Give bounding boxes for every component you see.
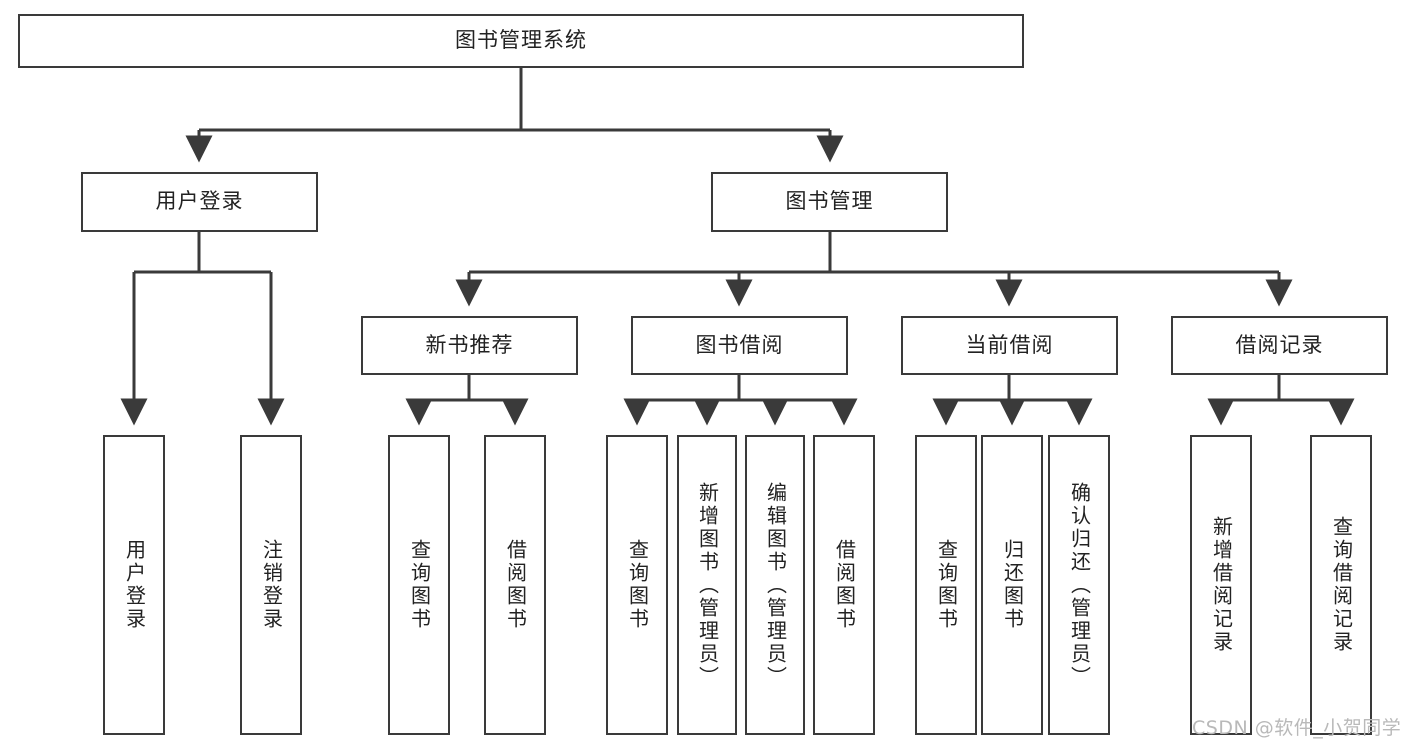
node-borrow-record-label: 借阅记录 [1235,332,1324,357]
node-leaf-borrow-borrow-book[interactable]: 借阅图书 [813,435,875,735]
node-leaf-user-login[interactable]: 用户登录 [103,435,165,735]
node-leaf-record-query[interactable]: 查询借阅记录 [1310,435,1372,735]
node-leaf-borrow-query-book-label: 查询图书 [625,539,650,631]
node-user-login[interactable]: 用户登录 [81,172,318,232]
node-leaf-borrow-edit-book[interactable]: 编辑图书（管理员） [745,435,805,735]
node-root-label: 图书管理系统 [455,28,587,53]
node-leaf-borrow-edit-book-label: 编辑图书（管理员） [763,481,788,689]
node-new-book-rec-label: 新书推荐 [425,332,514,357]
node-leaf-current-confirm-return[interactable]: 确认归还（管理员） [1048,435,1110,735]
node-borrow-record[interactable]: 借阅记录 [1171,316,1388,375]
node-new-book-rec[interactable]: 新书推荐 [361,316,578,375]
node-current-borrow[interactable]: 当前借阅 [901,316,1118,375]
node-book-borrow-label: 图书借阅 [695,332,784,357]
node-leaf-borrow-add-book[interactable]: 新增图书（管理员） [677,435,737,735]
csdn-watermark: CSDN @软件_小贺同学 [1192,717,1402,739]
node-current-borrow-label: 当前借阅 [965,332,1054,357]
node-leaf-current-query-book-label: 查询图书 [934,539,959,631]
node-leaf-user-login-label: 用户登录 [122,539,147,631]
node-leaf-rec-borrow-book[interactable]: 借阅图书 [484,435,546,735]
node-leaf-record-query-label: 查询借阅记录 [1329,516,1354,654]
node-leaf-borrow-query-book[interactable]: 查询图书 [606,435,668,735]
node-leaf-rec-query-book-label: 查询图书 [407,539,432,631]
node-leaf-current-return-book-label: 归还图书 [1000,539,1025,631]
node-book-borrow[interactable]: 图书借阅 [631,316,848,375]
node-user-login-label: 用户登录 [155,189,244,214]
node-leaf-record-add[interactable]: 新增借阅记录 [1190,435,1252,735]
node-leaf-rec-borrow-book-label: 借阅图书 [503,539,528,631]
node-leaf-record-add-label: 新增借阅记录 [1209,516,1234,654]
node-leaf-current-query-book[interactable]: 查询图书 [915,435,977,735]
node-leaf-current-confirm-return-label: 确认归还（管理员） [1067,481,1092,689]
node-root[interactable]: 图书管理系统 [18,14,1024,68]
node-book-manage[interactable]: 图书管理 [711,172,948,232]
node-leaf-borrow-add-book-label: 新增图书（管理员） [695,481,720,689]
node-leaf-rec-query-book[interactable]: 查询图书 [388,435,450,735]
node-leaf-borrow-borrow-book-label: 借阅图书 [832,539,857,631]
node-leaf-user-logout[interactable]: 注销登录 [240,435,302,735]
node-book-manage-label: 图书管理 [785,189,874,214]
node-leaf-user-logout-label: 注销登录 [259,539,284,631]
node-leaf-current-return-book[interactable]: 归还图书 [981,435,1043,735]
